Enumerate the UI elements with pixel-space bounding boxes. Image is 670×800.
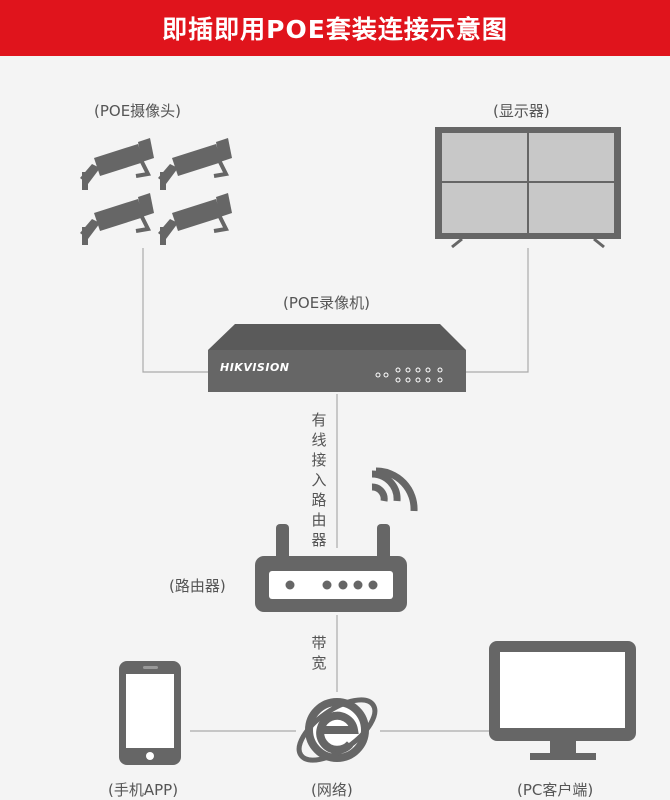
router-icon: [255, 467, 418, 612]
phone-label: (手机APP): [108, 781, 179, 799]
nvr-brand-logo: HIKVISION: [220, 361, 290, 374]
page-title: 即插即用POE套装连接示意图: [162, 15, 508, 44]
title-banner: 即插即用POE套装连接示意图: [0, 0, 670, 56]
connection-lines: [142, 248, 529, 732]
pc-label: (PC客户端): [517, 781, 594, 799]
monitor-icon: [435, 127, 621, 249]
nvr-label: (POE录像机): [283, 294, 371, 312]
poe-camera-icon: [156, 191, 234, 247]
camera-to-nvr-line: [142, 248, 208, 373]
broadband-label: 带宽: [311, 634, 327, 672]
internet-icon: [296, 697, 378, 763]
poe-camera-icon: [156, 136, 234, 192]
poe-camera-icon: [78, 191, 156, 247]
monitor-to-nvr-line: [466, 248, 529, 373]
router-label: (路由器): [169, 577, 226, 595]
phone-icon: [119, 661, 181, 765]
cameras-label: (POE摄像头): [94, 102, 182, 120]
poe-camera-icon: [78, 136, 156, 192]
wired-router-label: 有线接入路由器: [311, 411, 327, 549]
internet-label: (网络): [311, 781, 353, 799]
pc-icon: [489, 641, 636, 760]
monitor-label: (显示器): [493, 102, 550, 120]
nvr-icon: [208, 324, 466, 392]
